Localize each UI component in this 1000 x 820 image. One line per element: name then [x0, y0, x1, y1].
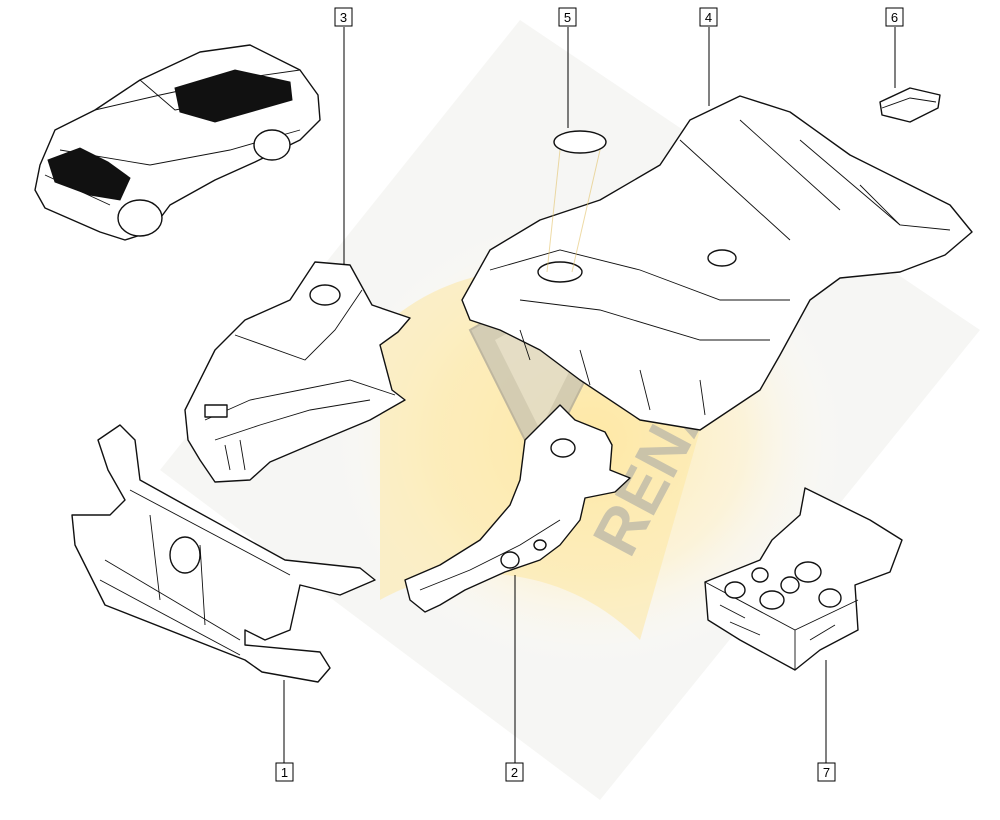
callout-2: 2: [505, 762, 524, 782]
part-front-side-member: [404, 404, 631, 613]
part-plug: [546, 130, 607, 273]
callout-label: 6: [891, 10, 898, 25]
callout-label: 1: [281, 765, 288, 780]
callout-label: 3: [340, 10, 347, 25]
callout-leaders: [283, 27, 896, 763]
part-wheel-arch-assembly: [184, 261, 411, 483]
callout-3: 3: [334, 7, 353, 27]
callout-label: 4: [705, 10, 712, 25]
callout-5: 5: [558, 7, 577, 27]
callout-4: 4: [699, 7, 718, 27]
callout-1: 1: [275, 762, 294, 782]
callout-7: 7: [817, 762, 836, 782]
callout-label: 5: [564, 10, 571, 25]
part-fastener-kit: [704, 487, 903, 671]
callout-6: 6: [885, 7, 904, 27]
car-overview-illustration: [34, 44, 321, 241]
part-front-end-panel: [71, 424, 376, 683]
callout-label: 2: [511, 765, 518, 780]
part-floor-pan: [461, 95, 973, 431]
callout-label: 7: [823, 765, 830, 780]
part-grommet: [879, 87, 941, 123]
